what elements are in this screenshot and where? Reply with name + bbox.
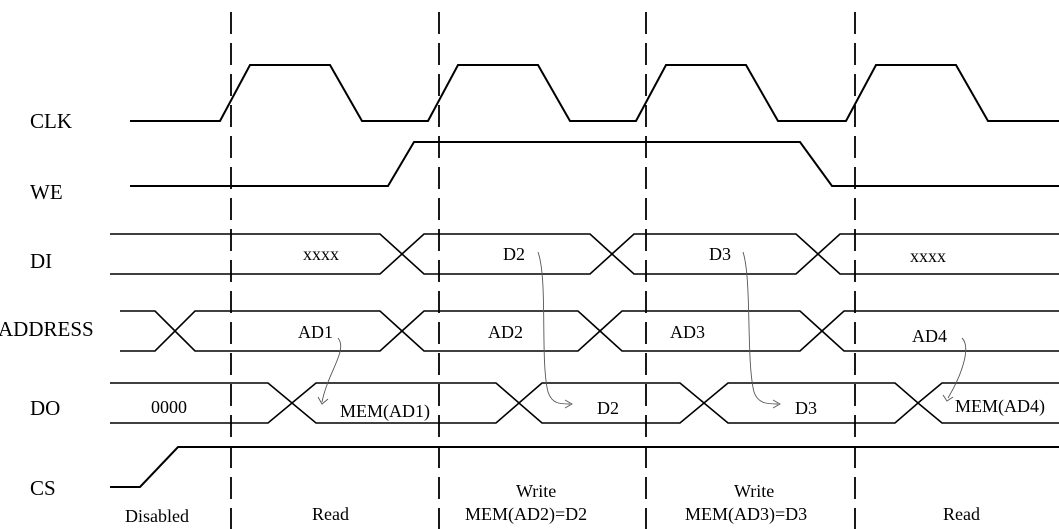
di-value-2: D2 <box>503 244 525 264</box>
address-label: ADDRESS <box>0 317 94 341</box>
do-value-2: MEM(AD1) <box>340 401 430 422</box>
arrow-head-ad4 <box>942 394 954 402</box>
do-value-5: MEM(AD4) <box>955 396 1045 417</box>
address-value-3: AD3 <box>670 322 705 342</box>
phase-label-write-2-detail: MEM(AD3)=D3 <box>685 504 807 525</box>
flow-arrow-ad1-mem <box>321 337 342 403</box>
flow-arrow-d2 <box>537 251 571 405</box>
phase-label-write-2: Write <box>734 481 774 501</box>
do-bus <box>110 382 1059 424</box>
phase-label-write-1: Write <box>516 481 556 501</box>
cs-label: CS <box>30 476 56 500</box>
phase-label-write-1-detail: MEM(AD2)=D2 <box>465 504 587 525</box>
di-value-3: D3 <box>709 244 731 264</box>
clk-label: CLK <box>30 109 72 133</box>
phase-label-read-1: Read <box>312 504 349 524</box>
do-value-1: 0000 <box>151 397 187 417</box>
address-value-4: AD4 <box>912 326 947 346</box>
di-value-1: xxxx <box>303 244 339 264</box>
di-bus <box>110 233 1059 275</box>
we-waveform <box>130 141 1059 187</box>
address-bus <box>120 310 1059 352</box>
do-value-3: D2 <box>597 398 619 418</box>
flow-arrow-ad4-mem <box>947 337 967 399</box>
cs-waveform <box>110 446 1059 488</box>
arrow-head-ad1 <box>317 396 329 405</box>
address-value-1: AD1 <box>298 322 333 342</box>
address-value-2: AD2 <box>488 322 523 342</box>
arrow-head-d3 <box>772 399 781 409</box>
do-label: DO <box>30 396 60 420</box>
we-label: WE <box>30 180 63 204</box>
di-label: DI <box>30 249 52 273</box>
flow-arrow-d3 <box>742 251 779 405</box>
di-value-4: xxxx <box>910 246 946 266</box>
clk-waveform <box>130 64 1059 122</box>
phase-label-read-2: Read <box>943 504 980 524</box>
arrow-head-d2 <box>564 399 573 409</box>
do-value-4: D3 <box>795 398 817 418</box>
phase-label-disabled: Disabled <box>125 506 189 526</box>
